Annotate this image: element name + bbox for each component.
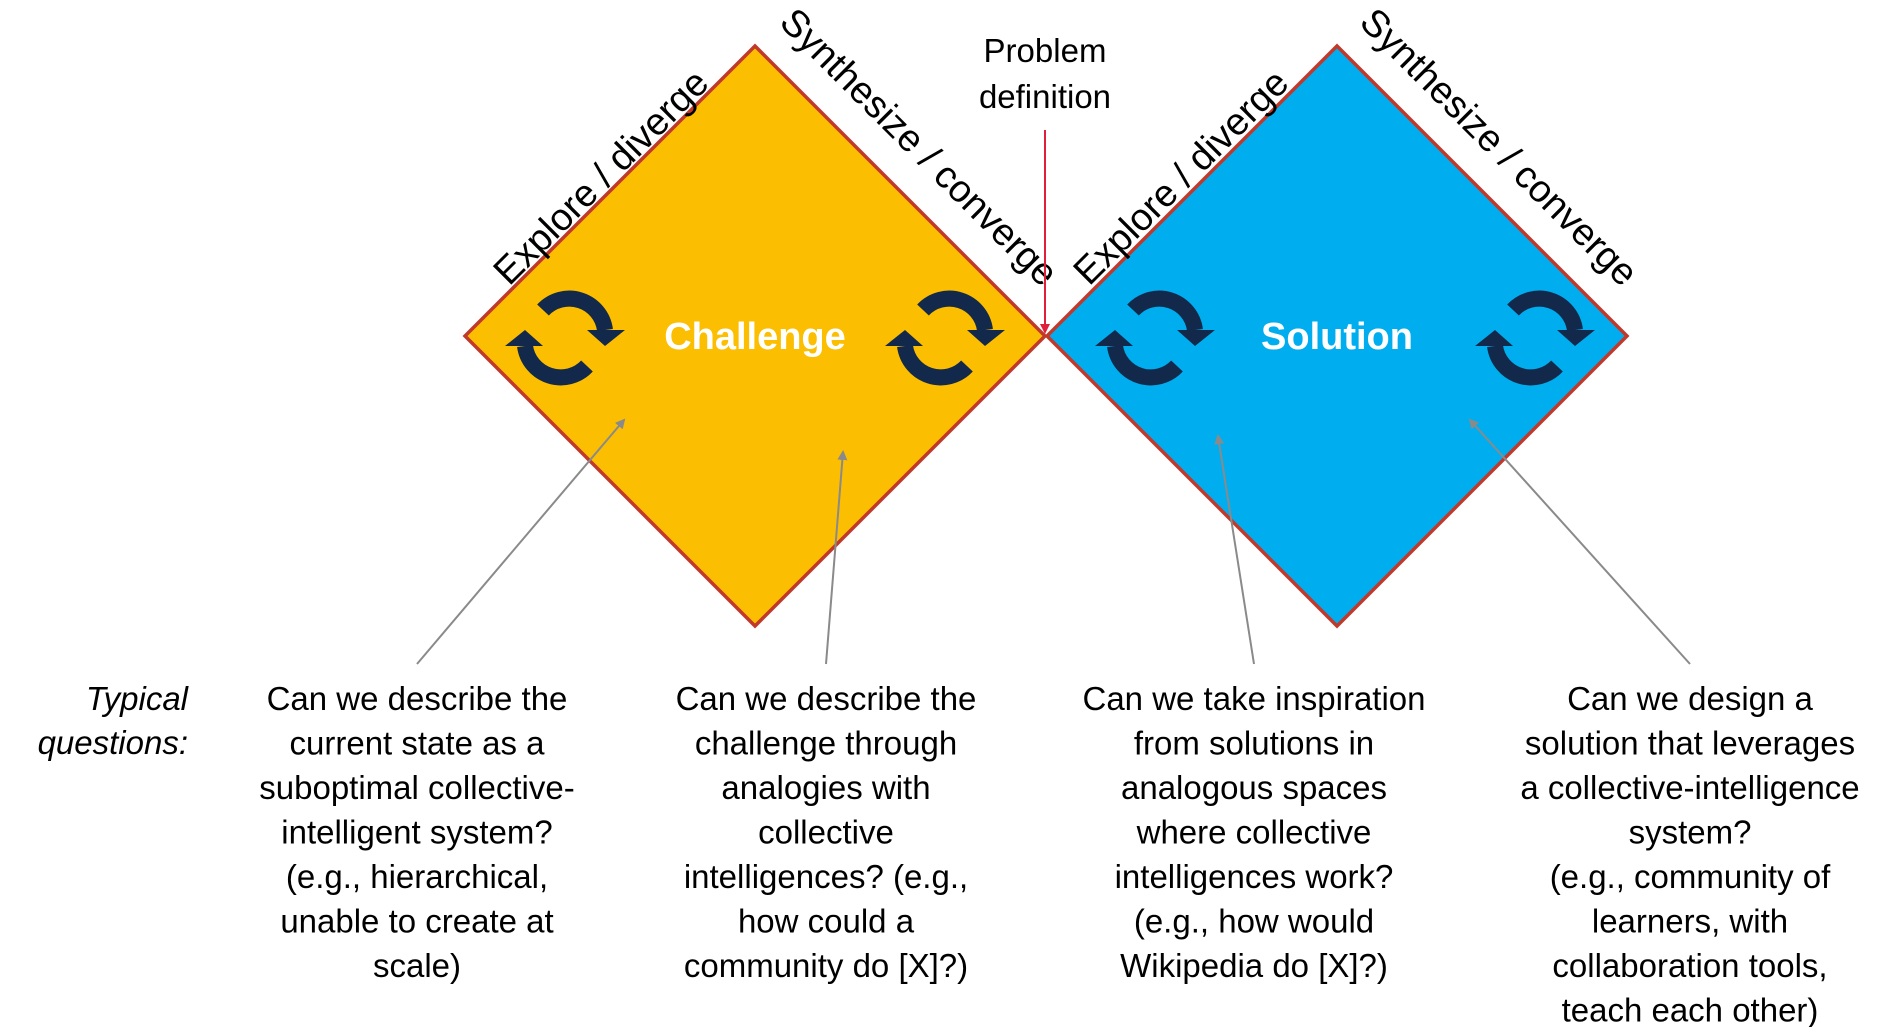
question-line: learners, with bbox=[1592, 903, 1788, 940]
question-line: solution that leverages bbox=[1525, 725, 1855, 762]
question-line: analogous spaces bbox=[1121, 769, 1387, 806]
question-line: a collective-intelligence bbox=[1520, 769, 1859, 806]
question-line: teach each other) bbox=[1562, 992, 1819, 1027]
question-line: current state as a bbox=[290, 725, 546, 762]
problem-definition: Problem definition bbox=[979, 32, 1111, 334]
question-line: scale) bbox=[373, 947, 461, 984]
question-line: collaboration tools, bbox=[1552, 947, 1827, 984]
question-line: from solutions in bbox=[1134, 725, 1374, 762]
question-line: Can we describe the bbox=[267, 680, 568, 717]
question-line: analogies with bbox=[721, 769, 930, 806]
solution-diamond-shape bbox=[1044, 43, 1630, 629]
question-line: system? bbox=[1629, 814, 1752, 851]
question-block-1: Can we describe the current state as a sub… bbox=[259, 680, 574, 984]
challenge-label: Challenge bbox=[664, 316, 846, 358]
question-line: (e.g., how would bbox=[1134, 903, 1374, 940]
pointer-arrow-3 bbox=[1214, 434, 1255, 665]
question-block-2: Can we describe the challenge through anal… bbox=[676, 680, 977, 984]
question-line: where collective bbox=[1136, 814, 1372, 851]
pointer-arrow-4 bbox=[1468, 418, 1691, 665]
question-line: (e.g., community of bbox=[1550, 858, 1831, 895]
question-line: intelligent system? bbox=[281, 814, 552, 851]
typical-line-2: questions: bbox=[38, 724, 188, 761]
typical-line-1: Typical bbox=[86, 680, 190, 717]
typical-questions-label: Typical questions: bbox=[38, 680, 190, 761]
question-line: how could a bbox=[738, 903, 915, 940]
question-line: suboptimal collective- bbox=[259, 769, 574, 806]
question-line: challenge through bbox=[695, 725, 957, 762]
pointer-arrow-1 bbox=[416, 418, 626, 665]
question-line: intelligences? (e.g., bbox=[684, 858, 968, 895]
challenge-diamond-shape bbox=[462, 43, 1048, 629]
question-line: intelligences work? bbox=[1115, 858, 1394, 895]
pointer-arrows bbox=[416, 418, 1691, 665]
pointer-arrow-2 bbox=[825, 450, 848, 665]
question-block-4: Can we design a solution that leverages a … bbox=[1520, 680, 1859, 1027]
question-line: Can we describe the bbox=[676, 680, 977, 717]
question-line: collective bbox=[758, 814, 894, 851]
question-line: unable to create at bbox=[280, 903, 553, 940]
solution-diamond: Solution Explore / diverge Synthesize / … bbox=[1044, 0, 1646, 629]
solution-label: Solution bbox=[1261, 316, 1413, 358]
question-line: (e.g., hierarchical, bbox=[286, 858, 548, 895]
question-line: Can we design a bbox=[1567, 680, 1813, 717]
challenge-diamond: Challenge Explore / diverge Synthesize /… bbox=[462, 0, 1066, 629]
question-line: community do [X]?) bbox=[684, 947, 968, 984]
question-block-3: Can we take inspiration from solutions in… bbox=[1082, 680, 1425, 984]
problem-definition-line-2: definition bbox=[979, 78, 1111, 115]
problem-definition-line-1: Problem bbox=[984, 32, 1107, 69]
question-line: Wikipedia do [X]?) bbox=[1120, 947, 1388, 984]
question-line: Can we take inspiration bbox=[1082, 680, 1425, 717]
